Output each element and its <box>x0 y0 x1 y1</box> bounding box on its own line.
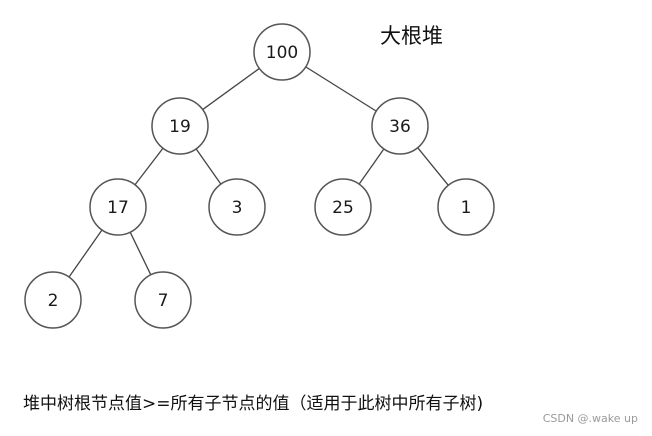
tree-edge <box>129 231 152 276</box>
tree-node-label: 1 <box>461 198 472 218</box>
tree-node-circle <box>151 97 209 155</box>
tree-nodes: 100 19 36 17 3 25 1 2 7 <box>24 23 495 329</box>
tree-node: 7 <box>134 271 192 329</box>
tree-node: 100 <box>253 23 311 81</box>
tree-edge <box>68 229 103 278</box>
tree-node-label: 7 <box>158 291 169 311</box>
tree-edge <box>358 148 385 185</box>
tree-edges <box>68 66 449 278</box>
tree-node-circle <box>24 271 82 329</box>
watermark: CSDN @.wake up <box>542 412 638 425</box>
tree-node: 1 <box>437 178 495 236</box>
tree-node: 36 <box>371 97 429 155</box>
tree-edge <box>305 66 377 112</box>
tree-node: 19 <box>151 97 209 155</box>
tree-node: 17 <box>89 178 147 236</box>
tree-node-circle <box>437 178 495 236</box>
tree-node-label: 17 <box>107 198 129 218</box>
tree-node-label: 36 <box>389 117 411 137</box>
tree-node-circle <box>89 178 147 236</box>
tree-node-label: 100 <box>266 43 298 63</box>
tree-edge <box>134 147 164 186</box>
tree-node: 2 <box>24 271 82 329</box>
tree-node-circle <box>253 23 311 81</box>
tree-node-label: 25 <box>332 198 354 218</box>
tree-node: 3 <box>208 178 266 236</box>
heap-property-caption: 堆中树根节点值>=所有子节点的值（适用于此树中所有子树) <box>23 394 484 414</box>
tree-node: 25 <box>314 178 372 236</box>
tree-node-label: 19 <box>169 117 191 137</box>
tree-node-circle <box>314 178 372 236</box>
tree-node-circle <box>371 97 429 155</box>
tree-edge <box>417 147 449 186</box>
tree-node-label: 3 <box>232 198 243 218</box>
diagram-title: 大根堆 <box>380 24 443 48</box>
tree-edge <box>195 148 222 185</box>
tree-edge <box>202 67 260 111</box>
tree-node-circle <box>134 271 192 329</box>
tree-node-label: 2 <box>48 291 59 311</box>
tree-node-circle <box>208 178 266 236</box>
